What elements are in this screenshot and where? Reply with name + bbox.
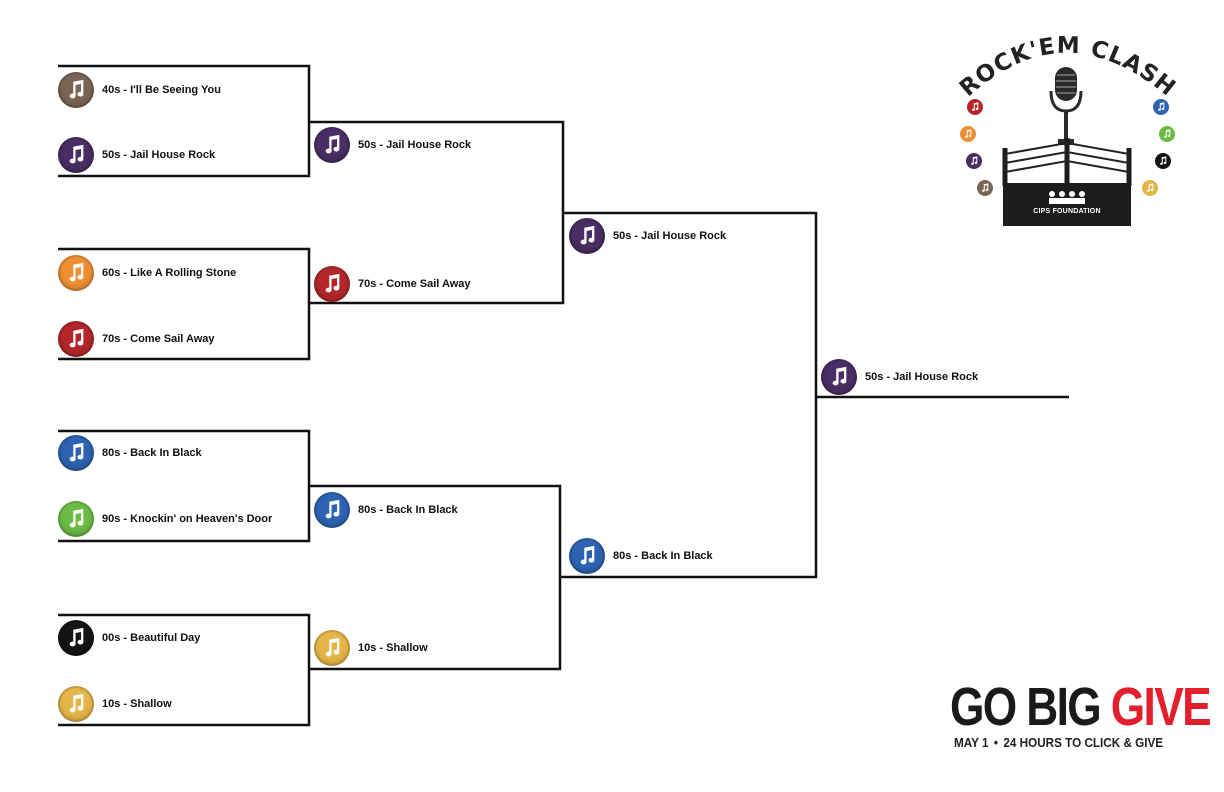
bracket-slot: 90s - Knockin' on Heaven's Door (58, 499, 272, 539)
tagline: 24 HOURS TO CLICK & GIVE (1003, 735, 1164, 750)
song-label: 40s - I'll Be Seeing You (102, 84, 221, 96)
go-big-text: GO BIG (950, 677, 1111, 737)
music-note-icon (314, 266, 350, 302)
bracket-connector (560, 211, 818, 579)
go-big-give-tagline: MAY 1 • 24 HOURS TO CLICK & GIVE (954, 735, 1163, 750)
bracket-slot: 40s - I'll Be Seeing You (58, 70, 221, 110)
bracket-slot: 70s - Come Sail Away (314, 264, 471, 304)
boxing-ring-icon (1002, 138, 1132, 226)
music-note-icon (569, 538, 605, 574)
rockem-clash-logo: ROCK'EM CLASH CIPS FOUNDATION (945, 25, 1185, 240)
music-note-icon (58, 137, 94, 173)
music-note-icon (966, 153, 982, 169)
music-note-icon (58, 321, 94, 357)
song-label: 80s - Back In Black (102, 447, 202, 459)
music-note-icon (967, 99, 983, 115)
go-big-give-wordmark: GO BIG GIVE (950, 677, 1212, 737)
bracket-slot: 00s - Beautiful Day (58, 618, 200, 658)
bracket-slot: 50s - Jail House Rock (821, 357, 978, 397)
bracket-slot: 80s - Back In Black (569, 536, 713, 576)
song-label: 10s - Shallow (102, 698, 172, 710)
music-note-icon (1153, 99, 1169, 115)
music-note-icon (821, 359, 857, 395)
music-note-icon (960, 126, 976, 142)
bracket-slot: 70s - Come Sail Away (58, 319, 215, 359)
music-note-icon (58, 435, 94, 471)
song-label: 10s - Shallow (358, 642, 428, 654)
song-label: 80s - Back In Black (613, 550, 713, 562)
go-big-give-logo: GO BIG GIVE MAY 1 • 24 HOURS TO CLICK & GI… (950, 678, 1212, 758)
music-note-icon (1155, 153, 1171, 169)
song-label: 50s - Jail House Rock (613, 230, 727, 242)
music-note-icon (58, 686, 94, 722)
music-note-icon (1159, 126, 1175, 142)
music-note-icon (314, 127, 350, 163)
give-text: GIVE (1110, 677, 1212, 737)
music-note-icon (58, 620, 94, 656)
music-note-icon (58, 255, 94, 291)
song-label: 90s - Knockin' on Heaven's Door (102, 513, 273, 525)
bracket-slot: 10s - Shallow (58, 684, 172, 724)
music-note-icon (1142, 180, 1158, 196)
music-note-icon (314, 630, 350, 666)
bracket-slot: 50s - Jail House Rock (58, 135, 215, 175)
song-label: 70s - Come Sail Away (358, 278, 471, 290)
bracket-slot: 50s - Jail House Rock (569, 216, 726, 256)
music-note-icon (58, 501, 94, 537)
event-date: MAY 1 (954, 735, 989, 750)
music-note-icon (314, 492, 350, 528)
bracket-slot: 80s - Back In Black (58, 433, 202, 473)
song-label: 50s - Jail House Rock (865, 371, 979, 383)
separator-dot: • (993, 735, 998, 750)
bracket-slot: 80s - Back In Black (314, 490, 458, 530)
music-note-icon (569, 218, 605, 254)
ring-label: CIPS FOUNDATION (1033, 208, 1101, 215)
bracket-slot: 60s - Like A Rolling Stone (58, 253, 236, 293)
song-label: 60s - Like A Rolling Stone (102, 267, 237, 279)
song-label: 00s - Beautiful Day (102, 632, 201, 644)
music-note-icon (977, 180, 993, 196)
song-label: 70s - Come Sail Away (102, 333, 215, 345)
song-label: 50s - Jail House Rock (358, 139, 472, 151)
song-label: 50s - Jail House Rock (102, 149, 216, 161)
bracket-slot: 10s - Shallow (314, 628, 428, 668)
bracket-slot: 50s - Jail House Rock (314, 125, 471, 165)
song-label: 80s - Back In Black (358, 504, 458, 516)
music-note-icon (58, 72, 94, 108)
